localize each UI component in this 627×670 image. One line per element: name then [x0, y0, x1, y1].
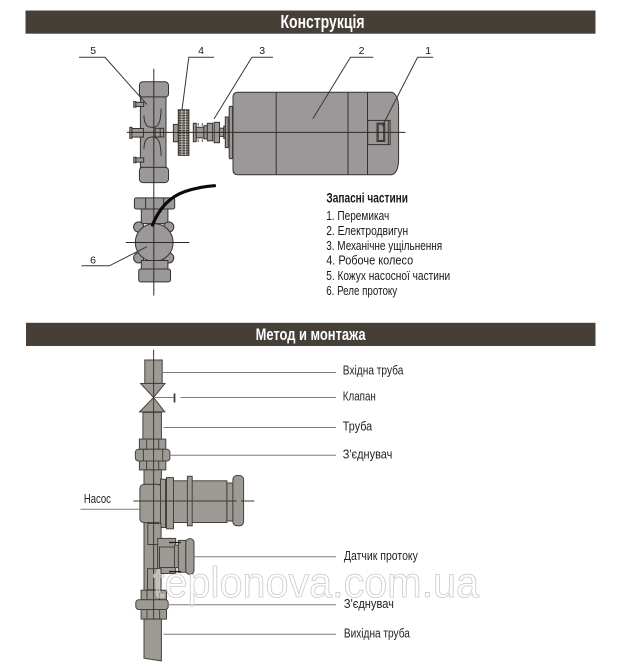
- svg-text:5. Кожух насосної частини: 5. Кожух насосної частини: [326, 268, 450, 283]
- svg-text:6: 6: [90, 254, 96, 266]
- svg-text:Вихідна труба: Вихідна труба: [344, 626, 411, 641]
- svg-text:1: 1: [425, 45, 431, 57]
- svg-text:Труба: Труба: [343, 419, 373, 434]
- svg-text:Датчик протоку: Датчик протоку: [344, 548, 418, 563]
- svg-text:4: 4: [198, 45, 204, 57]
- svg-text:5: 5: [90, 45, 96, 57]
- svg-text:З'єднувач: З'єднувач: [343, 446, 393, 461]
- svg-text:Насос: Насос: [84, 491, 111, 506]
- svg-text:1. Перемикач: 1. Перемикач: [326, 208, 389, 223]
- svg-text:3. Механічне ущільнення: 3. Механічне ущільнення: [326, 238, 442, 253]
- svg-text:6. Реле протоку: 6. Реле протоку: [326, 283, 397, 298]
- svg-text:teplonova.com.ua: teplonova.com.ua: [153, 559, 479, 606]
- svg-text:Клапан: Клапан: [343, 389, 376, 404]
- svg-text:3: 3: [259, 45, 265, 57]
- svg-text:З'єднувач: З'єднувач: [344, 596, 394, 611]
- svg-text:Метод и монтажа: Метод и монтажа: [256, 325, 366, 344]
- svg-text:4. Робоче колесо: 4. Робоче колесо: [326, 253, 413, 268]
- svg-text:2: 2: [359, 45, 365, 57]
- svg-text:Конструкція: Конструкція: [281, 11, 365, 32]
- svg-text:Вхідна труба: Вхідна труба: [343, 363, 404, 378]
- svg-text:2. Електродвигун: 2. Електродвигун: [326, 223, 408, 238]
- svg-text:Запасні частини: Запасні частини: [326, 190, 408, 205]
